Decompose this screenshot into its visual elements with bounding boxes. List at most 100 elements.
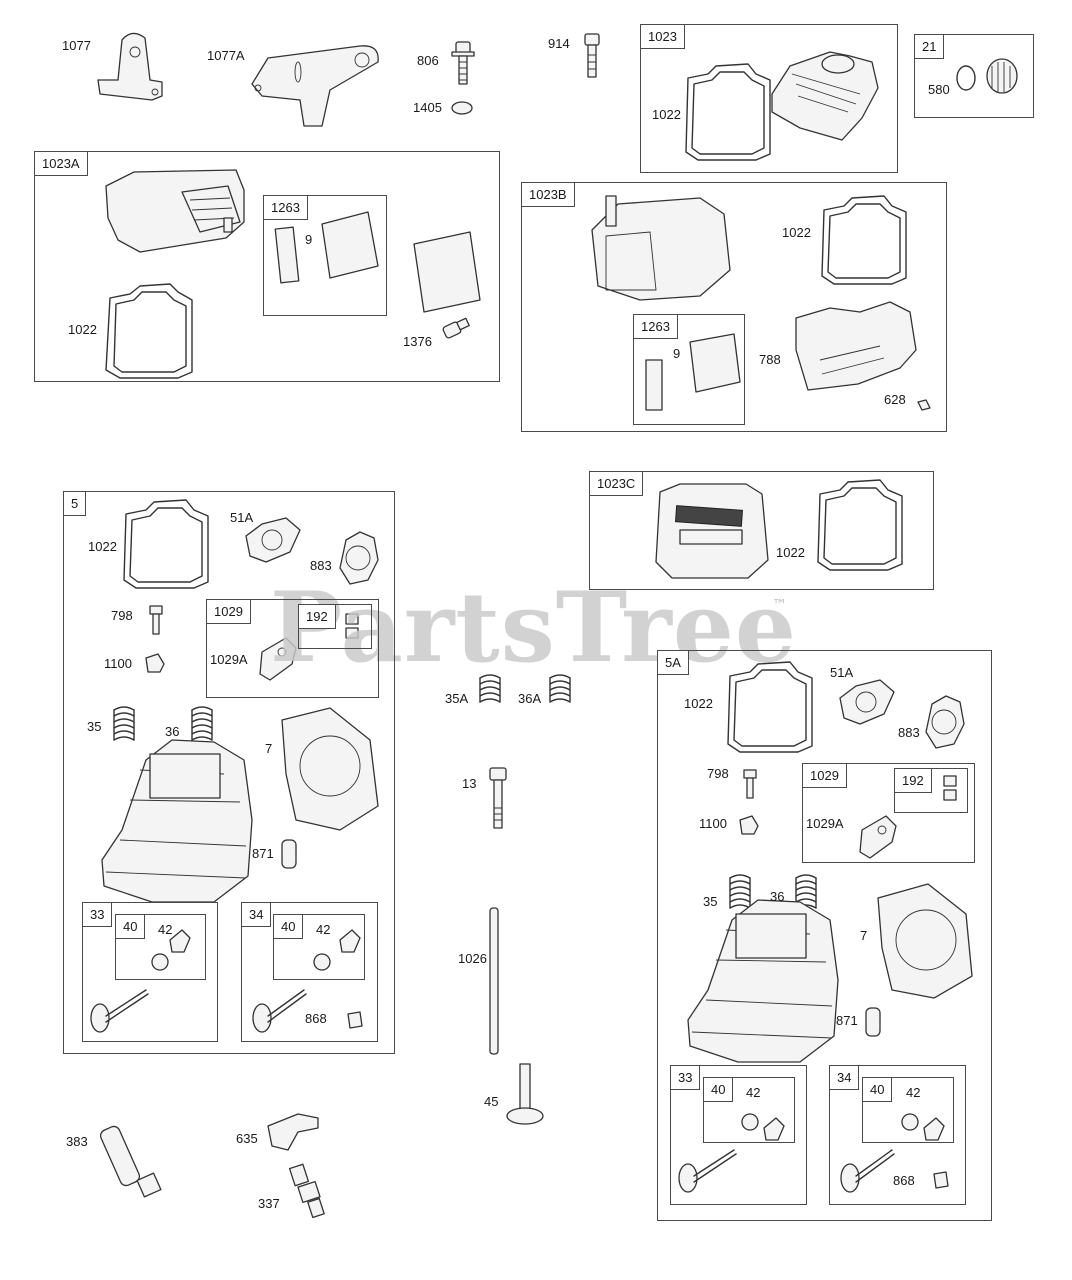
group-tag-34-b[interactable]: 34 xyxy=(829,1065,860,1090)
part-label-788[interactable]: 788 xyxy=(759,352,781,367)
part-label-1022-c[interactable]: 1022 xyxy=(776,545,805,560)
part-label-36A[interactable]: 36A xyxy=(518,691,542,706)
part-label-1029A[interactable]: 1029A xyxy=(210,652,248,667)
valve-cover-1023-illustration xyxy=(771,51,879,141)
group-1263-a: 1263 xyxy=(263,195,387,316)
part-label-42-c[interactable]: 42 xyxy=(746,1085,761,1100)
group-tag-1029[interactable]: 1029 xyxy=(206,599,251,624)
part-label-1026[interactable]: 1026 xyxy=(458,951,487,966)
gasket-1022-illustration-5 xyxy=(123,499,209,589)
part-label-7-b[interactable]: 7 xyxy=(860,928,868,943)
group-tag-1263-a[interactable]: 1263 xyxy=(263,195,308,220)
pushrod-1026-illustration xyxy=(489,907,499,1055)
seal-868-illustration-b xyxy=(933,1171,949,1189)
part-label-1376[interactable]: 1376 xyxy=(403,334,432,349)
group-1029-b: 1029 xyxy=(802,763,975,863)
part-label-580[interactable]: 580 xyxy=(928,82,950,97)
part-label-42-b[interactable]: 42 xyxy=(316,922,331,937)
keeper-42-illustration-a xyxy=(151,929,191,971)
nut-192-illustration-b xyxy=(943,775,957,801)
group-tag-1023[interactable]: 1023 xyxy=(640,24,685,49)
group-21: 21 xyxy=(914,34,1034,118)
group-tag-192[interactable]: 192 xyxy=(298,604,336,629)
part-label-1077[interactable]: 1077 xyxy=(62,38,91,53)
part-label-1405[interactable]: 1405 xyxy=(413,100,442,115)
part-label-1077A[interactable]: 1077A xyxy=(207,48,245,63)
spring-35A-illustration xyxy=(479,674,501,703)
group-40-c: 40 xyxy=(703,1077,795,1143)
part-label-1022-b[interactable]: 1022 xyxy=(782,225,811,240)
oring-580-illustration xyxy=(956,65,976,91)
part-label-1022-top[interactable]: 1022 xyxy=(652,107,681,122)
part-label-36[interactable]: 36 xyxy=(165,724,180,739)
part-label-798[interactable]: 798 xyxy=(111,608,133,623)
part-label-9-a[interactable]: 9 xyxy=(305,232,313,247)
group-tag-192-b[interactable]: 192 xyxy=(894,768,932,793)
group-1023A: 1023A xyxy=(34,151,500,382)
part-label-868-b[interactable]: 868 xyxy=(893,1173,915,1188)
group-tag-21[interactable]: 21 xyxy=(914,34,945,59)
tube-871-illustration xyxy=(281,839,297,869)
part-label-1022-5A[interactable]: 1022 xyxy=(684,696,713,711)
part-label-1029A-b[interactable]: 1029A xyxy=(806,816,844,831)
keeper-42-illustration-c xyxy=(741,1113,785,1141)
gasket-1022-illustration-c xyxy=(817,479,903,571)
part-label-35-b[interactable]: 35 xyxy=(703,894,718,909)
part-label-9-b[interactable]: 9 xyxy=(673,346,681,361)
part-label-914[interactable]: 914 xyxy=(548,36,570,51)
boot-635-illustration xyxy=(267,1113,319,1151)
part-label-628[interactable]: 628 xyxy=(884,392,906,407)
part-label-35A[interactable]: 35A xyxy=(445,691,469,706)
group-tag-33[interactable]: 33 xyxy=(82,902,113,927)
trademark-symbol: ™ xyxy=(772,596,787,614)
part-label-806[interactable]: 806 xyxy=(417,53,439,68)
gasket-1022-illustration-a xyxy=(105,283,193,379)
screw-628-illustration xyxy=(917,399,931,411)
group-tag-40-c[interactable]: 40 xyxy=(703,1077,734,1102)
group-40-a: 40 xyxy=(115,914,206,980)
group-1029: 1029 xyxy=(206,599,379,698)
part-label-868[interactable]: 868 xyxy=(305,1011,327,1026)
part-label-1100[interactable]: 1100 xyxy=(104,656,132,671)
part-label-883-b[interactable]: 883 xyxy=(898,725,920,740)
group-tag-1263-b[interactable]: 1263 xyxy=(633,314,678,339)
part-label-7[interactable]: 7 xyxy=(265,741,273,756)
part-label-383[interactable]: 383 xyxy=(66,1134,88,1149)
part-label-51A[interactable]: 51A xyxy=(230,510,254,525)
group-40-b: 40 xyxy=(273,914,365,980)
group-tag-5A[interactable]: 5A xyxy=(657,650,689,675)
part-label-635[interactable]: 635 xyxy=(236,1131,258,1146)
part-label-13[interactable]: 13 xyxy=(462,776,477,791)
group-tag-40-a[interactable]: 40 xyxy=(115,914,146,939)
group-tag-1023C[interactable]: 1023C xyxy=(589,471,644,496)
part-label-1022-a[interactable]: 1022 xyxy=(68,322,97,337)
part-label-871[interactable]: 871 xyxy=(252,846,274,861)
part-label-35[interactable]: 35 xyxy=(87,719,102,734)
group-tag-40-d[interactable]: 40 xyxy=(862,1077,893,1102)
group-tag-40-b[interactable]: 40 xyxy=(273,914,304,939)
part-label-45[interactable]: 45 xyxy=(484,1094,499,1109)
part-label-1100-b[interactable]: 1100 xyxy=(699,816,727,831)
part-label-1022-5[interactable]: 1022 xyxy=(88,539,117,554)
part-label-42-d[interactable]: 42 xyxy=(906,1085,921,1100)
group-tag-1023B[interactable]: 1023B xyxy=(521,182,575,207)
group-tag-1029-b[interactable]: 1029 xyxy=(802,763,847,788)
part-label-883[interactable]: 883 xyxy=(310,558,332,573)
gasket-883-illustration xyxy=(339,531,379,585)
part-label-337[interactable]: 337 xyxy=(258,1196,280,1211)
part-label-42-a[interactable]: 42 xyxy=(158,922,173,937)
spring-35-illustration-b xyxy=(729,874,751,909)
group-tag-34[interactable]: 34 xyxy=(241,902,272,927)
part-label-798-b[interactable]: 798 xyxy=(707,766,729,781)
bracket-1077A-illustration xyxy=(251,45,379,127)
group-192: 192 xyxy=(298,604,372,649)
stud-798-illustration-b xyxy=(743,769,757,799)
part-label-871-b[interactable]: 871 xyxy=(836,1013,858,1028)
group-tag-33-b[interactable]: 33 xyxy=(670,1065,701,1090)
part-label-36-b[interactable]: 36 xyxy=(770,889,785,904)
part-label-51A-b[interactable]: 51A xyxy=(830,665,854,680)
group-tag-1023A[interactable]: 1023A xyxy=(34,151,88,176)
group-tag-5[interactable]: 5 xyxy=(63,491,87,516)
lifter-45-illustration xyxy=(506,1063,544,1125)
